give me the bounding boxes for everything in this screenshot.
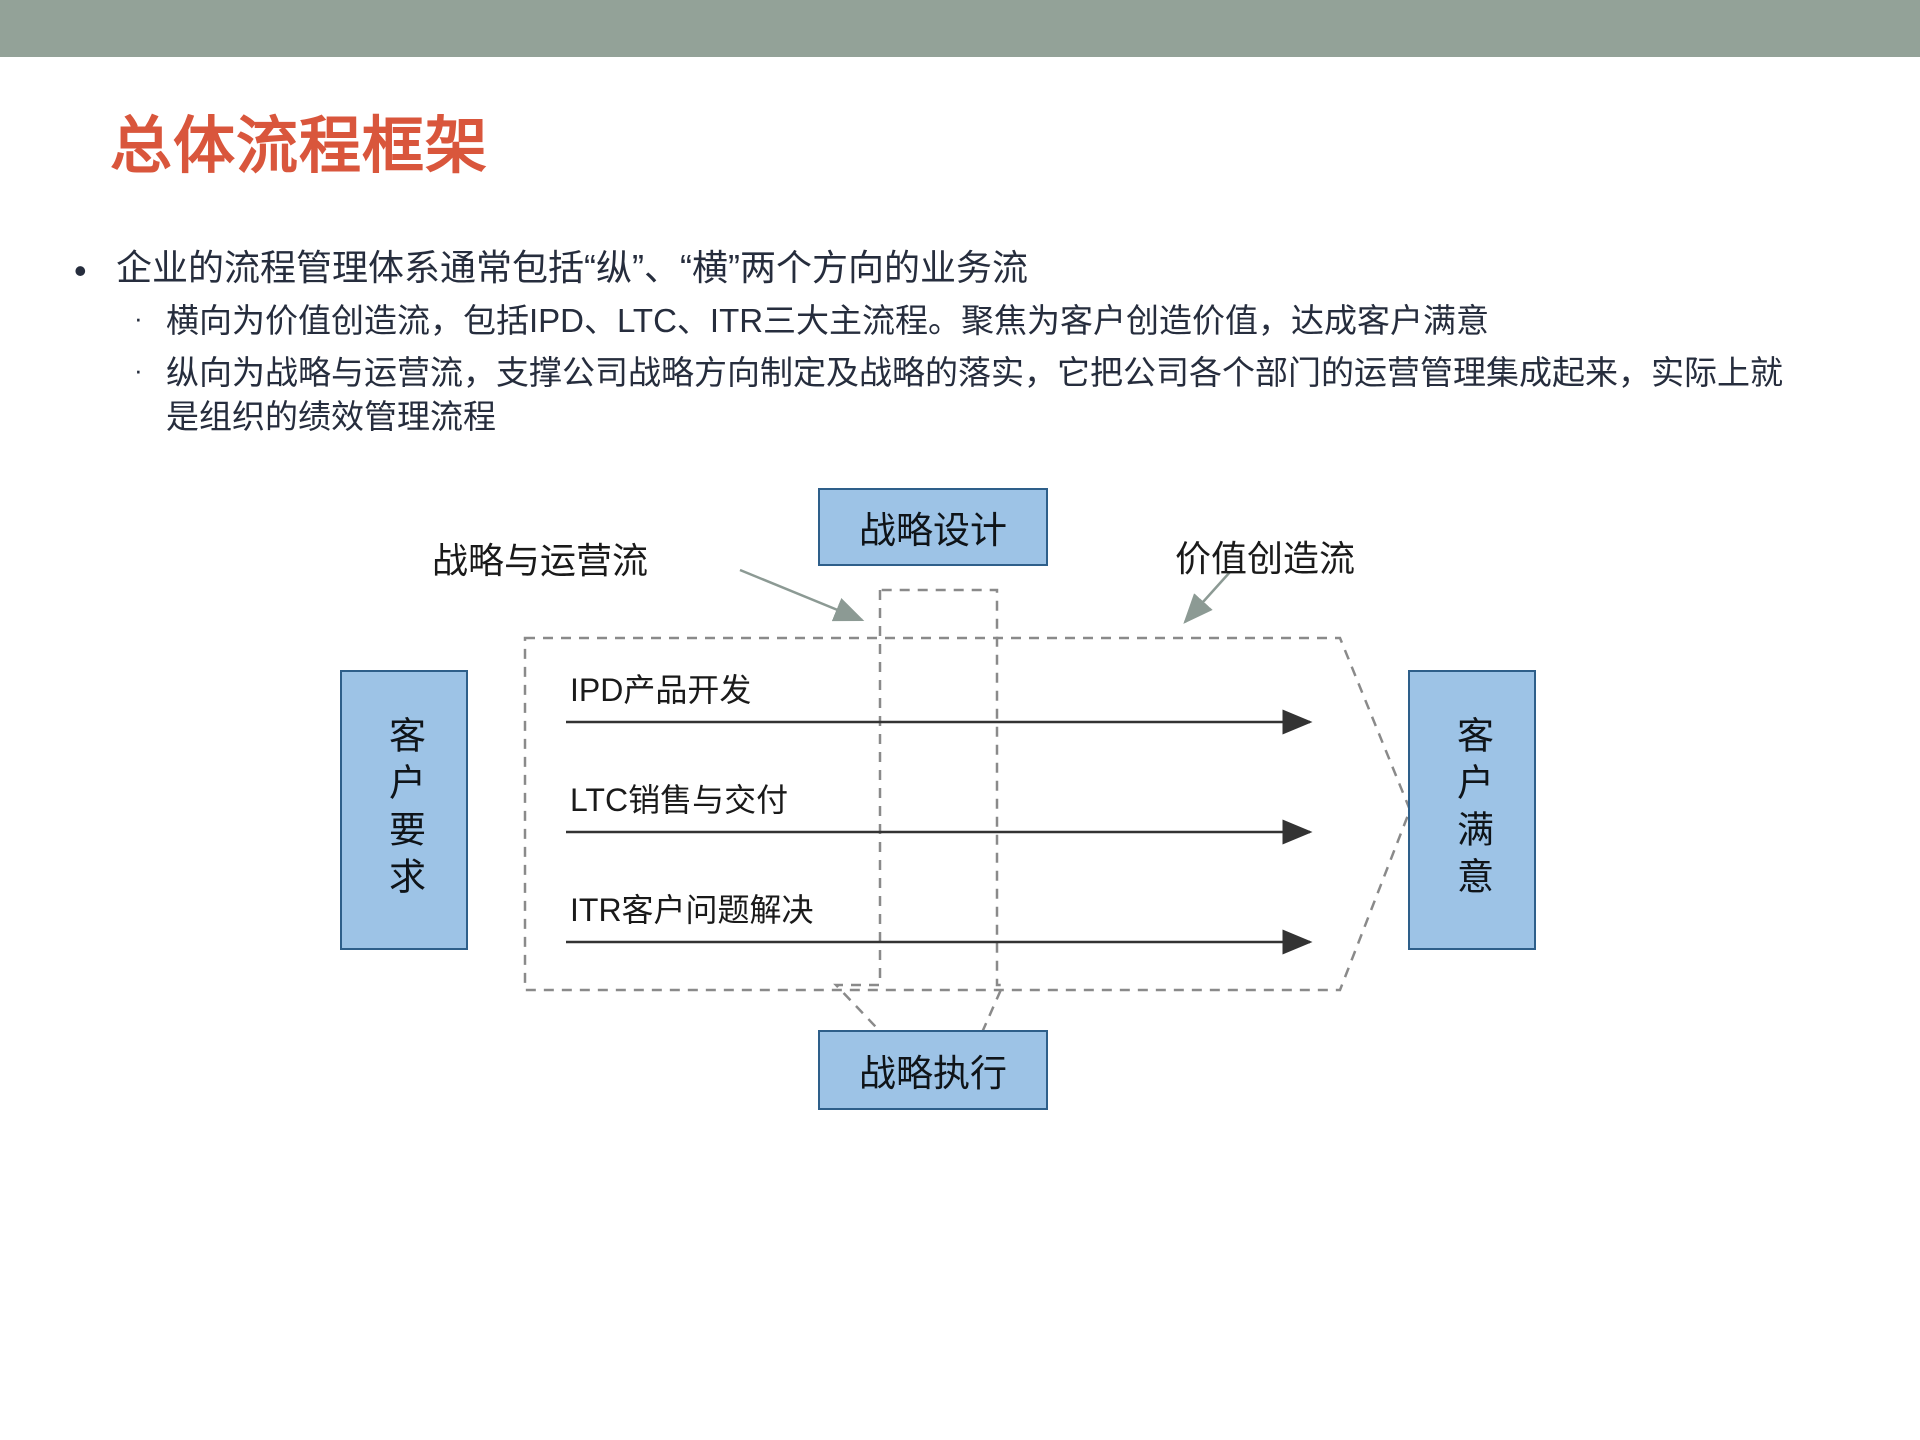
bullet-level2-text: 横向为价值创造流，包括IPD、LTC、ITR三大主流程。聚焦为客户创造价值，达成… [166,302,1490,340]
bullet-level1: • 企业的流程管理体系通常包括“纵”、“横”两个方向的业务流 [68,245,1860,291]
strategy-stream-label: 战略与运营流 [432,540,649,581]
bullet-level2-text: 纵向为战略与运营流，支撑公司战略方向制定及战略的落实，它把公司各个部门的运营管理… [166,353,1783,435]
bullet-list: • 企业的流程管理体系通常包括“纵”、“横”两个方向的业务流 · 横向为价值创造… [0,245,1860,447]
strategy-design-label: 战略设计 [859,510,1007,551]
bullet-level2-item: · 纵向为战略与运营流，支撑公司战略方向制定及战略的落实，它把公司各个部门的运营… [126,351,1806,439]
vertical-strategy-arrow-outline [833,588,1005,1108]
top-accent-bar [0,0,1920,57]
strategy-stream-pointer-arrow [739,568,865,622]
itr-flow-label: ITR客户问题解决 [570,892,814,928]
customer-satisfaction-box[interactable]: 客户满意 [1408,670,1536,950]
bullet-marker-level2: · [134,354,143,385]
customer-requirement-label: 客户要求 [383,716,425,904]
ipd-flow-label: IPD产品开发 [570,672,752,708]
value-stream-pointer-arrow [1183,571,1231,624]
bullet-level2-item: · 横向为价值创造流，包括IPD、LTC、ITR三大主流程。聚焦为客户创造价值，… [126,299,1806,343]
page-title: 总体流程框架 [110,112,489,181]
strategy-execution-label: 战略执行 [859,1053,1007,1094]
value-stream-label: 价值创造流 [1175,538,1356,579]
bullet-marker-level1: • [74,249,87,291]
diagram-vectors [523,568,1412,1108]
strategy-execution-box[interactable]: 战略执行 [818,1030,1048,1110]
ltc-flow-label: LTC销售与交付 [570,782,789,818]
customer-satisfaction-label: 客户满意 [1451,716,1493,904]
bullet-marker-level2: · [134,303,143,334]
strategy-design-box[interactable]: 战略设计 [818,488,1048,566]
bullet-level1-text: 企业的流程管理体系通常包括“纵”、“横”两个方向的业务流 [116,247,1028,288]
customer-requirement-box[interactable]: 客户要求 [340,670,468,950]
process-framework-diagram: 战略设计 战略执行 客户要求 客户满意 IPD产品开发 LTC销售与交付 ITR… [0,488,1920,1440]
